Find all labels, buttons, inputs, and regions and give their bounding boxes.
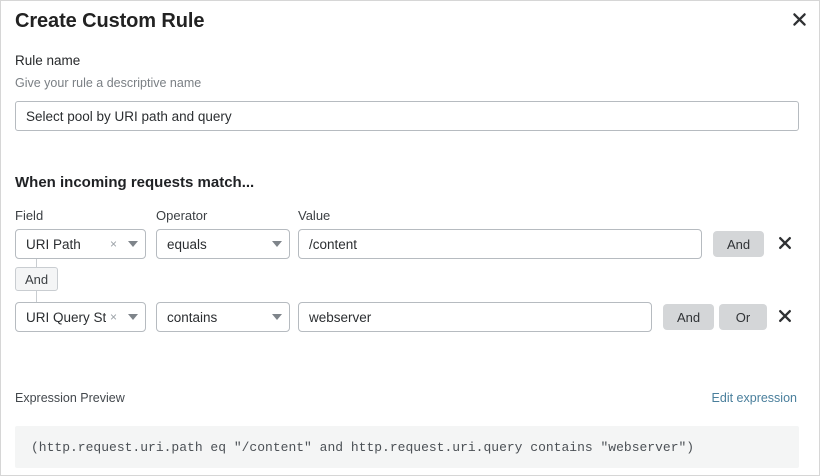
and-button[interactable]: And <box>663 304 715 330</box>
rule-name-input[interactable] <box>15 101 799 131</box>
logic-connector: And <box>1 259 201 305</box>
and-button[interactable]: And <box>713 231 765 257</box>
operator-select[interactable]: equals <box>156 229 290 259</box>
close-button[interactable] <box>788 8 810 30</box>
expression-preview-code: (http.request.uri.path eq "/content" and… <box>15 426 799 468</box>
chevron-down-icon[interactable] <box>121 314 145 320</box>
clear-icon[interactable]: × <box>109 237 117 251</box>
value-input[interactable] <box>298 302 652 332</box>
column-header-value: Value <box>298 208 331 223</box>
or-button[interactable]: Or <box>719 304 767 330</box>
condition-row: URI Query St... × contains And Or <box>1 302 819 332</box>
operator-select-value: equals <box>167 236 207 252</box>
delete-icon <box>778 236 792 253</box>
field-select-value: URI Path <box>26 236 81 252</box>
rule-name-label: Rule name <box>15 53 81 68</box>
match-heading: When incoming requests match... <box>15 174 255 191</box>
column-header-field: Field <box>15 208 44 223</box>
value-input[interactable] <box>298 229 702 259</box>
field-select-value: URI Query St... <box>26 309 106 325</box>
clear-icon[interactable]: × <box>109 310 117 324</box>
expression-preview-label: Expression Preview <box>15 391 125 405</box>
dialog-title: Create Custom Rule <box>15 10 205 32</box>
edit-expression-link[interactable]: Edit expression <box>711 391 797 405</box>
column-header-operator: Operator <box>156 208 208 223</box>
delete-condition-button[interactable] <box>774 306 796 328</box>
chevron-down-icon[interactable] <box>265 241 289 247</box>
connector-and-chip[interactable]: And <box>15 267 59 291</box>
close-icon <box>792 12 807 27</box>
delete-condition-button[interactable] <box>774 233 796 255</box>
field-select[interactable]: URI Query St... × <box>15 302 146 332</box>
operator-select[interactable]: contains <box>156 302 290 332</box>
chevron-down-icon[interactable] <box>265 314 289 320</box>
condition-row: URI Path × equals And <box>1 229 819 259</box>
delete-icon <box>778 309 792 326</box>
operator-select-value: contains <box>167 309 218 325</box>
rule-name-hint: Give your rule a descriptive name <box>15 76 202 90</box>
chevron-down-icon[interactable] <box>121 241 145 247</box>
field-select[interactable]: URI Path × <box>15 229 146 259</box>
